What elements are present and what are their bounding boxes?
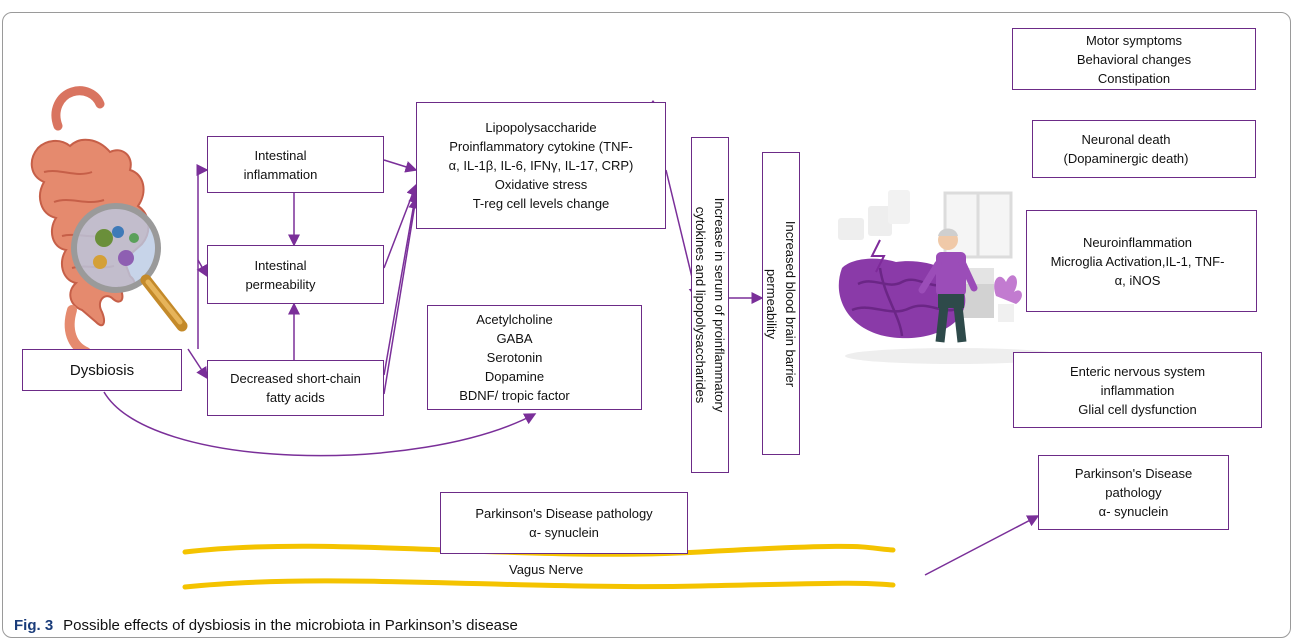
gut-magnifier-illustration xyxy=(30,86,188,357)
arrow-vagus-to-brain-pathology xyxy=(924,515,1040,576)
box-line: Increased blood brain barrier xyxy=(783,220,798,387)
box-line: Neuronal death xyxy=(1081,132,1171,147)
box-line: Constipation xyxy=(1097,70,1171,86)
box-line: Serotonin xyxy=(486,350,543,365)
arrow-scfa-to-mediators-1 xyxy=(383,190,421,376)
box-line: Increase in serum of proinflammatory xyxy=(712,197,727,413)
decreased-scfa-box: Decreased short-chain fatty acids xyxy=(207,360,384,416)
box-line: Proinflammatory cytokine (TNF- xyxy=(449,139,633,154)
intestinal-inflammation-box: Intestinal inflammation xyxy=(207,136,384,193)
box-line: Glial cell dysfunction xyxy=(1078,401,1197,417)
box-line: T-reg cell levels change xyxy=(472,196,610,211)
box-line: Intestinal xyxy=(254,257,307,273)
box-line: Acetylcholine xyxy=(476,312,553,327)
box-line: Decreased short-chain xyxy=(230,371,361,386)
serum-increase-box: Increase in serum of proinflammatory cyt… xyxy=(691,137,729,473)
connectors xyxy=(103,159,1040,576)
box-line: Dopamine xyxy=(484,369,545,384)
box-line: cytokines and lipopolysaccharides xyxy=(693,206,708,404)
box-line: Parkinson's Disease xyxy=(1074,466,1193,481)
figure-frame xyxy=(2,12,1291,638)
box-line: α, IL-1β, IL-6, IFNγ, IL-17, CRP) xyxy=(448,158,634,173)
box-line: Lipopolysaccharide xyxy=(485,120,597,135)
box-line: α, iNOS xyxy=(1114,272,1161,288)
neuroinflammation-box: Neuroinflammation Microglia Activation,I… xyxy=(1026,210,1257,312)
pd-pathology-gut-box: Parkinson's Disease pathology α- synucle… xyxy=(440,492,688,554)
box-line: BDNF/ tropic factor xyxy=(459,388,570,403)
symptoms-box: Motor symptoms Behavioral changes Consti… xyxy=(1012,28,1256,90)
neuronal-death-box: Neuronal death (Dopaminergic death) xyxy=(1032,120,1256,178)
arrow-dysbiosis-to-inflammation xyxy=(196,164,209,349)
box-line: Oxidative stress xyxy=(494,177,588,192)
box-line: permeability xyxy=(764,268,779,339)
mediators-box: Lipopolysaccharide Proinflammatory cytok… xyxy=(416,102,666,229)
arrow-dysbiosis-curve-to-neurotransmitters xyxy=(103,391,537,457)
arrow-dysbiosis-to-permeability xyxy=(196,259,208,278)
box-line: Parkinson's Disease pathology xyxy=(475,506,653,521)
enteric-nervous-system-box: Enteric nervous system inflammation Glia… xyxy=(1013,352,1262,428)
box-line: (Dopaminergic death) xyxy=(1063,151,1189,166)
box-line: Enteric nervous system xyxy=(1069,363,1206,379)
vagus-nerve-strand-2 xyxy=(182,578,896,590)
brain-patient-illustration xyxy=(838,190,1065,364)
box-line: inflammation xyxy=(1100,382,1175,398)
neurotransmitters-box: Acetylcholine GABA Serotonin Dopamine BD… xyxy=(427,305,642,410)
vagus-nerve-strand-1 xyxy=(182,543,896,557)
caption-text: Possible effects of dysbiosis in the mic… xyxy=(63,617,518,634)
pd-pathology-brain-box: Parkinson's Disease pathology α- synucle… xyxy=(1038,455,1229,530)
arrow-inflammation-to-mediators xyxy=(383,159,418,173)
box-line: α- synuclein xyxy=(1098,504,1169,519)
dysbiosis-label: Dysbiosis xyxy=(69,361,135,379)
bbb-permeability-box: Increased blood brain barrier permeabili… xyxy=(762,152,800,455)
box-line: inflammation xyxy=(243,166,318,182)
box-line: α- synuclein xyxy=(529,525,599,540)
box-line: Intestinal xyxy=(254,147,307,163)
caption-label: Fig. 3 xyxy=(14,617,54,634)
box-line: Microglia Activation,IL-1, TNF- xyxy=(1050,253,1225,269)
intestinal-permeability-box: Intestinal permeability xyxy=(207,245,384,304)
box-line: Behavioral changes xyxy=(1076,51,1192,67)
dysbiosis-box: Dysbiosis xyxy=(22,349,182,391)
vagus-nerve-label: Vagus Nerve xyxy=(509,562,584,577)
box-line: GABA xyxy=(496,331,533,346)
box-line: Motor symptoms xyxy=(1085,32,1183,48)
arrow-dysbiosis-to-scfa xyxy=(187,348,208,380)
box-line: permeability xyxy=(245,276,316,292)
box-line: fatty acids xyxy=(266,390,325,405)
figure-caption: Fig. 3 Possible effects of dysbiosis in t… xyxy=(14,617,518,634)
box-line: Neuroinflammation xyxy=(1082,234,1193,250)
box-line: pathology xyxy=(1105,485,1162,500)
arrow-scfa-to-mediators-2 xyxy=(383,196,421,395)
